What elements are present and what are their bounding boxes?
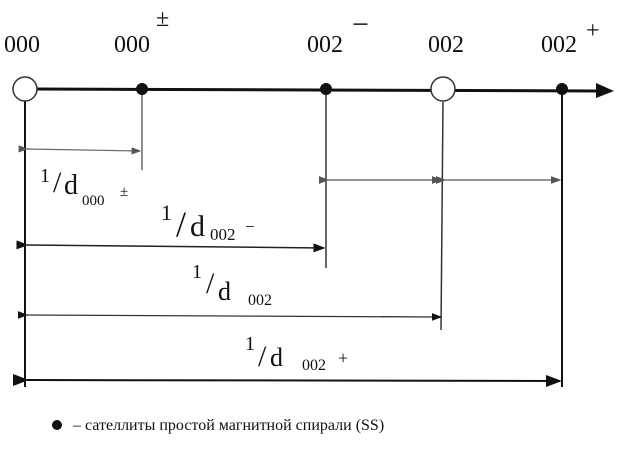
- subscript: 000: [82, 193, 105, 209]
- legend-text: – сателлиты простой магнитной спирали (S…: [72, 417, 384, 434]
- numerator: 1: [161, 200, 172, 225]
- superscript: ±: [120, 184, 128, 200]
- satellite-002minus-dot: [320, 83, 332, 95]
- label-000pm-sup: ±: [156, 6, 169, 32]
- subscript: 002: [302, 357, 326, 374]
- satellite-000pm-dot: [136, 83, 148, 95]
- dim-arrow-002minus: [16, 240, 326, 253]
- subscript: 002: [248, 292, 272, 309]
- d-symbol: d: [218, 277, 231, 306]
- legend-dot-icon: [52, 420, 62, 430]
- label-002plus-sup: +: [586, 18, 600, 44]
- superscript: −: [245, 217, 255, 236]
- dist-label-002plus: 1 / d 002 +: [245, 333, 348, 374]
- dim-arrow-000pm: [18, 145, 142, 155]
- subscript: 002: [210, 225, 236, 244]
- vline-002: [440, 101, 444, 331]
- numerator: 1: [40, 165, 50, 187]
- d-symbol: d: [190, 210, 205, 243]
- dist-label-002: 1 / d 002: [192, 261, 272, 309]
- d-symbol: d: [270, 343, 283, 372]
- label-002plus: 002: [541, 32, 577, 58]
- dist-label-000pm: 1 / d 000 ±: [40, 165, 128, 209]
- slash: /: [176, 204, 186, 244]
- dim-arrow-002: [17, 311, 443, 321]
- numerator: 1: [245, 333, 255, 355]
- label-000: 000: [4, 32, 40, 58]
- superscript: +: [338, 348, 348, 368]
- label-002minus-sup: −: [352, 8, 369, 41]
- node-002-open: [430, 76, 456, 102]
- numerator: 1: [192, 261, 202, 283]
- label-002: 002: [428, 32, 464, 58]
- reciprocal-axis: [36, 87, 599, 93]
- dist-label-002minus: 1 / d 002 −: [161, 200, 255, 244]
- slash: /: [258, 340, 267, 373]
- d-symbol: d: [64, 170, 78, 201]
- label-000pm: 000: [114, 32, 150, 58]
- slash: /: [206, 267, 215, 300]
- axis-arrowhead: [596, 83, 614, 98]
- label-002minus: 002: [307, 32, 343, 58]
- dim-arrow-002plus: [12, 373, 562, 387]
- node-000-open: [12, 76, 38, 102]
- satellite-002plus-dot: [556, 83, 568, 95]
- slash: /: [53, 166, 62, 199]
